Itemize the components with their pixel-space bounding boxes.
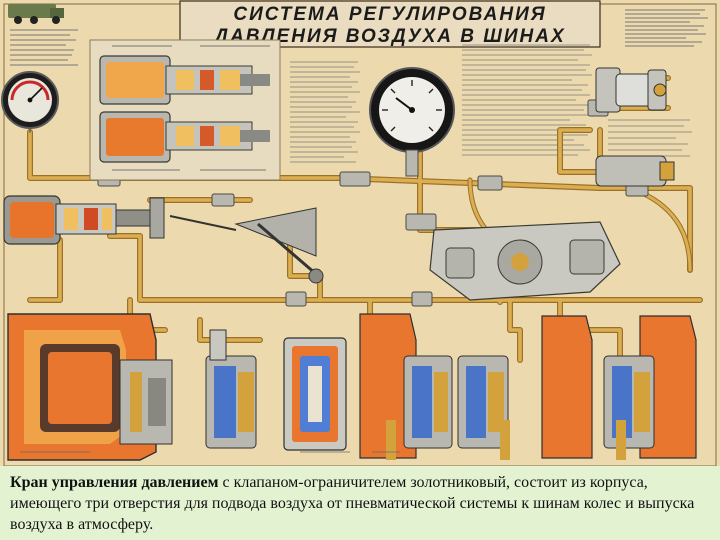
wheel-hub-cutaway-2	[205, 329, 257, 449]
truck-icon	[8, 4, 64, 24]
notes-top-right	[625, 9, 708, 47]
valve-lever-assembly	[169, 207, 324, 284]
wheel-hub-cutaway-1	[7, 313, 173, 461]
center-gauge-fitting	[405, 149, 419, 177]
wheel-hub-cutaway-6	[603, 315, 697, 460]
axle-housing	[429, 221, 621, 301]
wheel-hub-cutaway-5	[457, 315, 593, 460]
control-valve-section-upper	[89, 39, 281, 181]
title-line-1: СИСТЕМА РЕГУЛИРОВАНИЯ	[233, 4, 546, 25]
wheel-hub-cutaway-3	[283, 337, 347, 451]
pressure-gauge-left	[1, 71, 59, 129]
control-valve-cutaway	[3, 195, 165, 245]
air-chambers	[595, 67, 667, 113]
caption-box: Кран управления давлением с клапаном-огр…	[0, 466, 720, 540]
title-line-2: ДАВЛЕНИЯ ВОЗДУХА В ШИНАХ	[212, 26, 565, 47]
pressure-gauge-center	[369, 67, 455, 153]
caption-text: с клапаном-ограничителем золотниковый, с…	[10, 474, 695, 533]
description-text-block-right	[462, 44, 592, 156]
description-text-block	[290, 61, 360, 163]
brake-chamber	[595, 155, 675, 187]
title-banner: СИСТЕМА РЕГУЛИРОВАНИЯ ДАВЛЕНИЯ ВОЗДУХА В…	[179, 0, 601, 48]
caption-lead-term: Кран управления давлением	[10, 474, 219, 491]
wheel-hub-cutaway-4	[359, 313, 453, 460]
notes-left	[10, 29, 78, 66]
